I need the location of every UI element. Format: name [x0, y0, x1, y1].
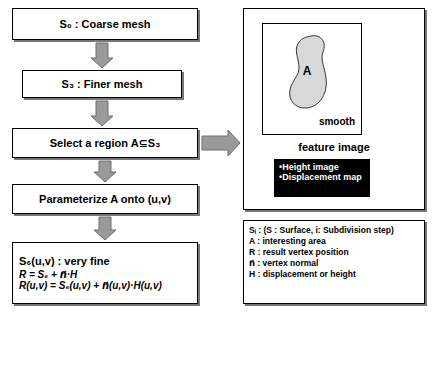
node-text: n⃗ : vertex normal: [249, 258, 419, 269]
process-box: S₃ : Finer mesh: [22, 70, 182, 98]
block-arrow: [91, 101, 113, 126]
block-arrow: [94, 217, 116, 240]
feature-panel: feature image smooth A •Height image•Displa…: [243, 8, 425, 210]
node-text: A : interesting area: [249, 236, 419, 247]
node-text: Parameterize A onto (u,v): [39, 193, 171, 205]
node-text: A: [285, 64, 329, 78]
region-blob: A: [285, 34, 329, 110]
process-box: Parameterize A onto (u,v): [12, 184, 198, 214]
block-arrow: [202, 130, 240, 156]
symbol-key: Sᵢ : (S : Surface, i: Subdivision step)A…: [243, 220, 425, 304]
block-arrow: [94, 161, 116, 182]
node-text: S₃ : Finer mesh: [62, 78, 143, 90]
node-text: R : result vertex position: [249, 247, 419, 258]
node-text: S₀ : Coarse mesh: [59, 18, 150, 30]
node-text: H : displacement or height: [249, 269, 419, 280]
block-arrow: [91, 43, 113, 68]
node-text: •Displacement map: [279, 172, 365, 182]
node-text: Select a region A⊆S₃: [50, 137, 160, 150]
feature-list: •Height image•Displacement map: [274, 159, 370, 197]
result-box: S₆(u,v) : very fine R = S₆ + n⃗·HR(u,v) =…: [12, 242, 198, 304]
node-text: R(u,v) = S₆(u,v) + n⃗(u,v)·H(u,v): [19, 280, 162, 291]
node-text: S₆(u,v) : very fine: [19, 255, 110, 267]
process-box: S₀ : Coarse mesh: [12, 8, 198, 40]
node-text: •Height image: [279, 162, 365, 172]
node-text: feature image: [248, 141, 420, 153]
node-text: R = S₆ + n⃗·H: [19, 269, 77, 280]
image-frame: smooth A: [262, 23, 362, 135]
node-text: Sᵢ : (S : Surface, i: Subdivision step): [249, 225, 419, 236]
node-text: smooth: [267, 116, 355, 127]
process-box: Select a region A⊆S₃: [12, 128, 198, 158]
